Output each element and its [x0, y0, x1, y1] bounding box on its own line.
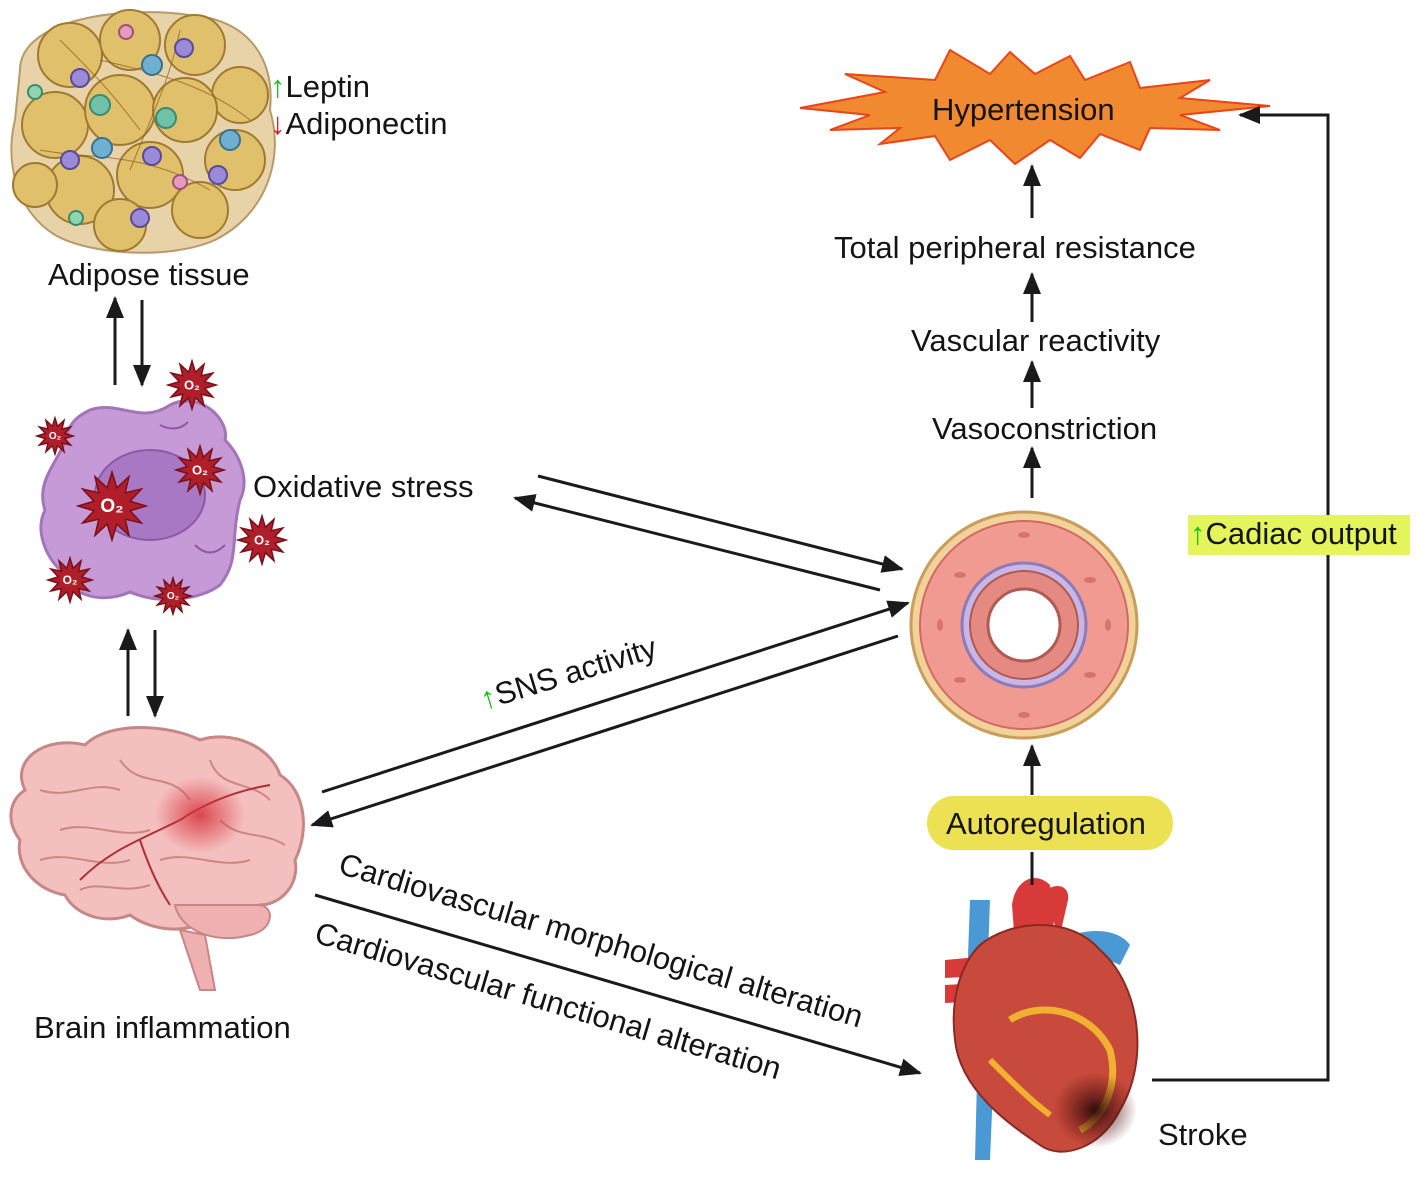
adiponectin-text: Adiponectin: [285, 106, 448, 141]
arrow-layer: [106, 106, 1330, 1082]
radical-text: O₂: [254, 532, 270, 547]
arrow-heart-to-hypertension: [1152, 106, 1330, 1082]
sns-activity-label: ↑SNS activity: [476, 630, 661, 717]
radical-group: O₂ O₂ O₂ O₂ O₂ O₂ O₂: [34, 358, 289, 617]
arrow-vessel-to-brain: [310, 634, 899, 828]
superoxide-radical-icon: O₂: [34, 415, 76, 457]
superoxide-radical-icon: O₂: [165, 358, 219, 412]
cardiac-output-label: ↑Cadiac output: [1190, 518, 1397, 549]
adiponectin-label: ↓Adiponectin: [270, 108, 448, 139]
vascular-reactivity-label: Vascular reactivity: [911, 323, 1161, 358]
adipose-tissue-label: Adipose tissue: [48, 257, 250, 292]
radical-text: O₂: [167, 591, 179, 602]
cardiac-output-box: [1188, 515, 1410, 555]
total-peripheral-resistance-label: Total peripheral resistance: [834, 230, 1196, 265]
oxidative-stress-label: Oxidative stress: [253, 469, 474, 504]
hypertension-label: Hypertension: [932, 92, 1115, 127]
leptin-text: Leptin: [285, 69, 370, 104]
brain-inflammation-label: Brain inflammation: [34, 1010, 291, 1045]
autoregulation-pill: [927, 796, 1173, 850]
radical-text: O₂: [192, 462, 208, 477]
brain-illustration: [9, 726, 305, 991]
radical-text: O₂: [63, 573, 78, 587]
arrow-vessel-to-oxidative: [513, 494, 881, 592]
sns-activity-text: SNS activity: [491, 630, 662, 712]
autoregulation-label: Autoregulation: [946, 806, 1146, 841]
arrow-brain-to-vessel: [321, 600, 910, 794]
cardiac-output-text: Cadiac output: [1205, 516, 1397, 551]
superoxide-radical-icon: O₂: [173, 443, 227, 497]
vasoconstriction-label: Vasoconstriction: [932, 411, 1158, 446]
superoxide-radical-icon: O₂: [235, 513, 289, 567]
radical-text: O₂: [184, 377, 200, 392]
hypertension-starburst: [799, 48, 1271, 166]
leptin-up-arrow: ↑: [270, 69, 286, 104]
arrow-oxidative-to-vessel: [537, 474, 904, 573]
superoxide-radical-icon: O₂: [75, 469, 149, 543]
arrow-brain-to-heart: [314, 893, 922, 1076]
stroke-label: Stroke: [1158, 1117, 1248, 1152]
cardiac-output-up-arrow: ↑: [1190, 516, 1206, 551]
adiponectin-down-arrow: ↓: [270, 106, 286, 141]
superoxide-radical-icon: O₂: [152, 575, 194, 617]
heart-illustration: [945, 877, 1139, 1160]
adipose-tissue-illustration: [10, 9, 276, 254]
radical-text: O₂: [100, 496, 123, 517]
superoxide-radical-icon: O₂: [45, 555, 95, 605]
radical-text: O₂: [49, 431, 61, 442]
leptin-label: ↑Leptin: [270, 71, 370, 102]
blood-vessel-cross-section: [909, 510, 1139, 740]
